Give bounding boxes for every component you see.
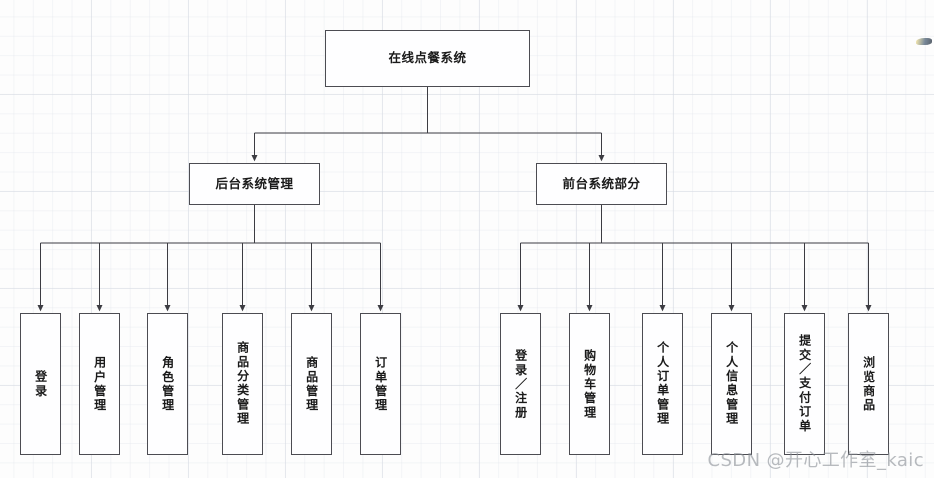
node-backend-management[interactable]: 后台系统管理 — [189, 163, 320, 205]
node-role-management[interactable]: 角色管理 — [147, 313, 188, 455]
node-personal-info-management-label: 个人信息管理 — [724, 341, 739, 427]
node-submit-pay-order-label: 提交／支付订单 — [797, 334, 812, 434]
node-login-register-label: 登录／注册 — [513, 348, 528, 420]
node-user-management-label: 用户管理 — [92, 355, 107, 413]
node-login[interactable]: 登录 — [20, 313, 61, 455]
node-user-management[interactable]: 用户管理 — [79, 313, 120, 455]
node-browse-products-label: 浏览商品 — [861, 355, 876, 413]
node-product-category-management[interactable]: 商品分类管理 — [222, 313, 263, 455]
node-login-register[interactable]: 登录／注册 — [500, 313, 541, 455]
node-product-category-management-label: 商品分类管理 — [235, 341, 250, 427]
node-root-system[interactable]: 在线点餐系统 — [325, 30, 530, 87]
node-shopping-cart-management-label: 购物车管理 — [582, 348, 597, 420]
watermark-text: CSDN @开心工作室_kaic — [707, 450, 924, 471]
node-frontend-section[interactable]: 前台系统部分 — [536, 163, 667, 205]
node-shopping-cart-management[interactable]: 购物车管理 — [569, 313, 610, 455]
node-order-management[interactable]: 订单管理 — [360, 313, 401, 455]
node-personal-order-management-label: 个人订单管理 — [655, 341, 670, 427]
node-root-label: 在线点餐系统 — [388, 50, 467, 66]
node-browse-products[interactable]: 浏览商品 — [848, 313, 889, 455]
node-personal-order-management[interactable]: 个人订单管理 — [642, 313, 683, 455]
image-artifact — [916, 38, 932, 45]
node-submit-pay-order[interactable]: 提交／支付订单 — [784, 313, 825, 455]
node-personal-info-management[interactable]: 个人信息管理 — [711, 313, 752, 455]
node-frontend-label: 前台系统部分 — [562, 175, 641, 191]
node-role-management-label: 角色管理 — [160, 355, 175, 413]
node-login-label: 登录 — [33, 369, 48, 399]
node-product-management-label: 商品管理 — [304, 355, 319, 413]
node-order-management-label: 订单管理 — [373, 355, 388, 413]
node-product-management[interactable]: 商品管理 — [291, 313, 332, 455]
node-backend-label: 后台系统管理 — [215, 175, 294, 191]
